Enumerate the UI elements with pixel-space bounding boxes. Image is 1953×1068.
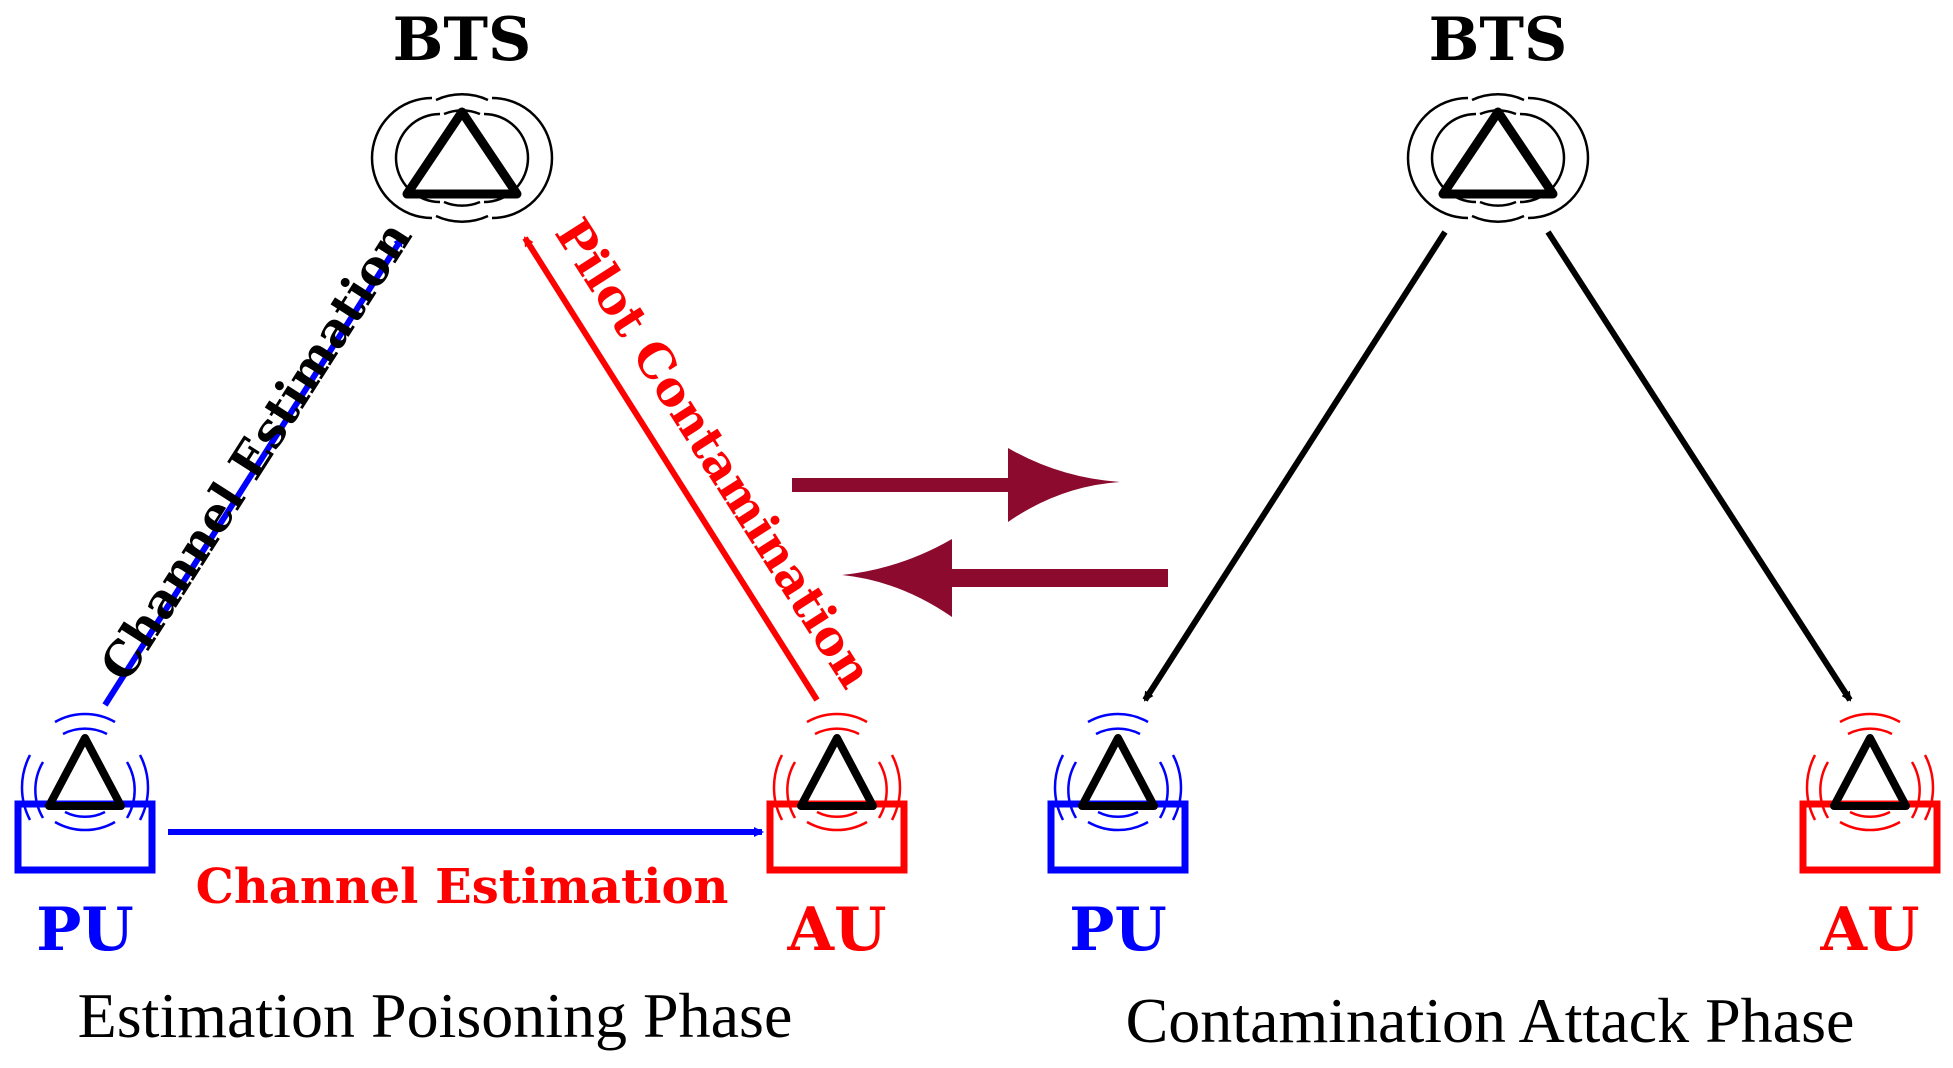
label-channel-estimation-uplink: Channel Estimation xyxy=(90,212,423,691)
left-au-user-device-icon xyxy=(766,712,908,874)
right-bts-antenna-tower-icon xyxy=(1408,94,1588,221)
left-bts-antenna-tower-icon xyxy=(372,94,552,221)
left-au-label: AU xyxy=(787,895,887,965)
right-bts-label: BTS xyxy=(1429,5,1568,75)
right-phase-caption: Contamination Attack Phase xyxy=(1126,985,1855,1056)
arrow-bts-to-pu xyxy=(1142,230,1448,702)
left-phase-caption: Estimation Poisoning Phase xyxy=(78,980,793,1051)
left-bts-label: BTS xyxy=(393,5,532,75)
right-au-label: AU xyxy=(1820,895,1920,965)
right-pu-user-device-icon xyxy=(1047,712,1189,874)
label-pilot-contamination: Pilot Contamination xyxy=(544,209,884,698)
phase-switch-double-arrow-icon xyxy=(792,448,1168,617)
arrow-pu-to-bts xyxy=(102,236,405,707)
right-phase: BTS PU xyxy=(1047,5,1941,1056)
label-channel-estimation-direct: Channel Estimation xyxy=(196,859,729,915)
left-pu-label: PU xyxy=(36,895,133,965)
right-pu-label: PU xyxy=(1069,895,1166,965)
arrow-bts-to-au xyxy=(1545,230,1853,702)
arrow-au-to-bts xyxy=(522,236,820,702)
left-phase: BTS PU xyxy=(14,5,908,1051)
right-au-user-device-icon xyxy=(1799,712,1941,874)
left-pu-user-device-icon xyxy=(14,712,156,874)
